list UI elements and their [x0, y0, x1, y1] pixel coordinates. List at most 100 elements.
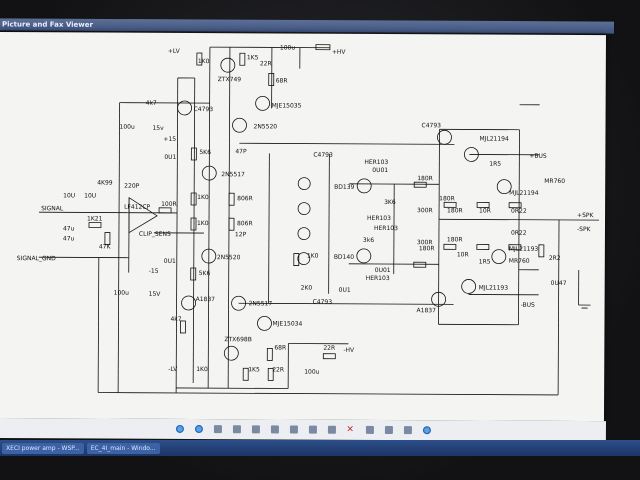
part-label: 4K99	[97, 180, 113, 187]
part-label: 3K6	[384, 199, 396, 206]
actual-size-icon[interactable]	[232, 425, 241, 434]
part-label: 1K5	[247, 54, 259, 61]
copy-to-icon[interactable]	[384, 426, 393, 435]
part-label: MJL21194	[509, 190, 539, 197]
picture-viewer-window: +LV -LV +HV -HV SIGNAL SIGNAL_GND CLIP_S…	[0, 32, 606, 422]
part-label: C4793	[194, 106, 214, 113]
part-label: 100u	[114, 290, 129, 297]
previous-image-icon[interactable]	[175, 424, 184, 433]
part-label: 1K21	[87, 215, 103, 222]
zoom-out-icon[interactable]	[289, 425, 298, 434]
part-label: 180R	[447, 207, 463, 214]
part-label: 68R	[276, 77, 288, 84]
part-label: 0U01	[375, 267, 391, 274]
label-plus-spk: +SPK	[577, 212, 594, 219]
next-image-icon[interactable]	[194, 425, 203, 434]
part-label: 10U	[84, 192, 96, 199]
part-label: 1K0	[197, 194, 209, 201]
part-label: MJL21193	[479, 285, 509, 292]
part-label: 300R	[417, 207, 433, 214]
opamp-symbol	[128, 196, 158, 234]
zoom-in-icon[interactable]	[270, 425, 279, 434]
part-label: HER103	[374, 225, 398, 232]
part-label: 0U1	[339, 287, 351, 294]
part-label: 1K0	[198, 58, 210, 65]
part-label: 10R	[457, 251, 469, 258]
label-signal-gnd: SIGNAL_GND	[17, 255, 56, 262]
label-opamp: LF412CP	[124, 204, 150, 211]
part-label: 22R	[323, 345, 335, 352]
part-label: MJL21193	[509, 246, 539, 253]
part-label: C4793	[313, 152, 333, 159]
part-label: 47u	[63, 235, 75, 242]
part-label: 22R	[272, 366, 284, 373]
part-label: 1R5	[479, 259, 491, 266]
part-label: MJL21194	[479, 136, 509, 143]
part-label: 1K0	[197, 220, 209, 227]
part-label: 0U1	[164, 258, 176, 265]
label-plus-hv: +HV	[332, 49, 347, 56]
part-label: 0R22	[511, 208, 527, 215]
rotate-counterclockwise-icon[interactable]	[327, 425, 336, 434]
part-label: 2N5517	[249, 300, 273, 307]
part-label: 2N5520	[217, 254, 241, 261]
part-label: 4k7	[146, 100, 157, 107]
part-label: 47K	[99, 244, 112, 251]
taskbar: XECI power amp - WSP... EC_4I_main - Win…	[0, 440, 640, 456]
part-label: 15v	[152, 125, 164, 132]
part-label: 1K5	[248, 366, 260, 373]
part-label: 2K0	[301, 285, 313, 292]
label-minus-bus: -BUS	[521, 302, 535, 309]
part-label: HER103	[366, 275, 390, 282]
part-label: 5K6	[199, 270, 211, 277]
delete-icon[interactable]: ✕	[346, 424, 355, 435]
transistor-symbols	[177, 57, 512, 361]
slideshow-icon[interactable]	[251, 425, 260, 434]
part-label: 0U01	[372, 167, 388, 174]
part-label: 2R2	[549, 255, 561, 262]
part-label: 10R	[479, 208, 491, 215]
label-minus-hv: -HV	[343, 347, 355, 354]
part-label: 180R	[417, 175, 433, 182]
label-minus-lv: -LV	[168, 366, 178, 373]
label-plus-bus: +BUS	[529, 153, 547, 160]
part-label: 1K0	[196, 366, 208, 373]
label-plus-lv: +LV	[168, 48, 181, 55]
label-minus15: -15	[149, 268, 159, 275]
print-icon[interactable]	[365, 425, 374, 434]
edit-icon[interactable]	[403, 426, 412, 435]
part-label: 0U1	[164, 154, 176, 161]
part-label: 10U	[63, 192, 75, 199]
part-label: A1837	[417, 307, 437, 314]
part-label: 100R	[161, 201, 177, 208]
component-labels: 1K0 1K5 22R 100u ZTX749 68R MJE15035 4k7…	[63, 44, 567, 376]
part-label: A1837	[196, 296, 216, 303]
part-label: 68R	[274, 344, 286, 351]
part-label: HER103	[367, 215, 391, 222]
part-label: C4793	[313, 299, 333, 306]
part-label: 100u	[119, 124, 134, 131]
part-label: 47u	[63, 225, 75, 232]
best-fit-icon[interactable]	[213, 425, 222, 434]
part-label: 4k7	[170, 316, 181, 323]
part-label: 3k6	[363, 237, 374, 244]
taskbar-item-main[interactable]: EC_4I_main - Windo...	[86, 442, 160, 454]
part-label: 100u	[304, 369, 319, 376]
part-label: ZTX749	[218, 76, 242, 83]
part-label: 2N5520	[253, 123, 277, 130]
part-label: BD140	[334, 254, 354, 261]
taskbar-item-power-amp[interactable]: XECI power amp - WSP...	[2, 442, 84, 454]
part-label: 220P	[124, 183, 139, 190]
resistor-symbols	[88, 44, 545, 381]
part-label: 15V	[149, 291, 162, 298]
viewer-toolbar: ✕	[0, 418, 606, 442]
label-plus15: +15	[163, 136, 176, 143]
part-label: MJE15035	[272, 102, 302, 109]
part-label: 100u	[280, 44, 295, 51]
rotate-clockwise-icon[interactable]	[308, 425, 317, 434]
label-signal: SIGNAL	[41, 205, 64, 212]
schematic-canvas: +LV -LV +HV -HV SIGNAL SIGNAL_GND CLIP_S…	[17, 44, 600, 396]
part-label: C4793	[421, 122, 441, 129]
wiring	[38, 46, 600, 396]
help-icon[interactable]	[422, 426, 431, 435]
